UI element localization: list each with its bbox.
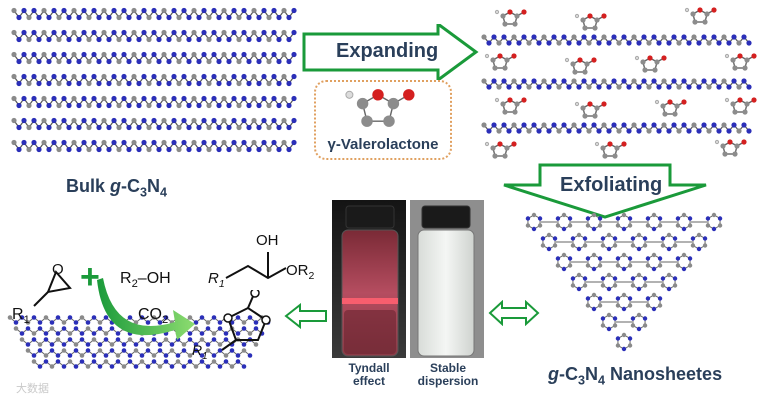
product-or2: OR2: [286, 262, 315, 282]
co2-label: CO2: [138, 306, 169, 327]
expanded-layers-with-gvl: [481, 7, 757, 159]
watermark: 大数据: [16, 382, 49, 395]
expanding-arrow: [302, 24, 479, 80]
epoxide-r1: R1: [12, 306, 30, 327]
curved-reaction-arrow: [97, 278, 195, 340]
product-structure: [225, 252, 287, 280]
bulk-g-c3n4-layers: [11, 7, 297, 153]
valerolactone-molecule: [345, 89, 415, 127]
product-r1: R1: [208, 270, 225, 290]
svg-text:O: O: [52, 262, 64, 278]
nanosheets-label: g-C3N4 Nanosheetes: [548, 364, 723, 388]
valerolactone-label: γ-Valerolactone: [327, 136, 439, 153]
plus-sign: +: [80, 258, 100, 296]
expanding-label: Expanding: [336, 40, 439, 62]
cyclic-carbonate: [221, 290, 271, 351]
valerolactone-box: [314, 80, 452, 160]
product-oh: OH: [256, 232, 279, 249]
arrow-to-reaction: [284, 303, 327, 329]
reaction-sheet: [7, 315, 271, 369]
nanosheet-triangle: [525, 212, 723, 352]
bulk-g-c3n4-label: Bulk g-C3N4: [66, 176, 168, 200]
double-arrow-right: [488, 300, 540, 326]
epoxide-structure: O: [33, 262, 72, 307]
vials-photo: [332, 200, 484, 358]
exfoliating-arrow: [503, 163, 707, 219]
alcohol-r2oh: R2–OH: [120, 270, 171, 291]
exfoliating-label: Exfoliating: [560, 174, 663, 196]
carbonate-r1: R1: [192, 342, 208, 362]
